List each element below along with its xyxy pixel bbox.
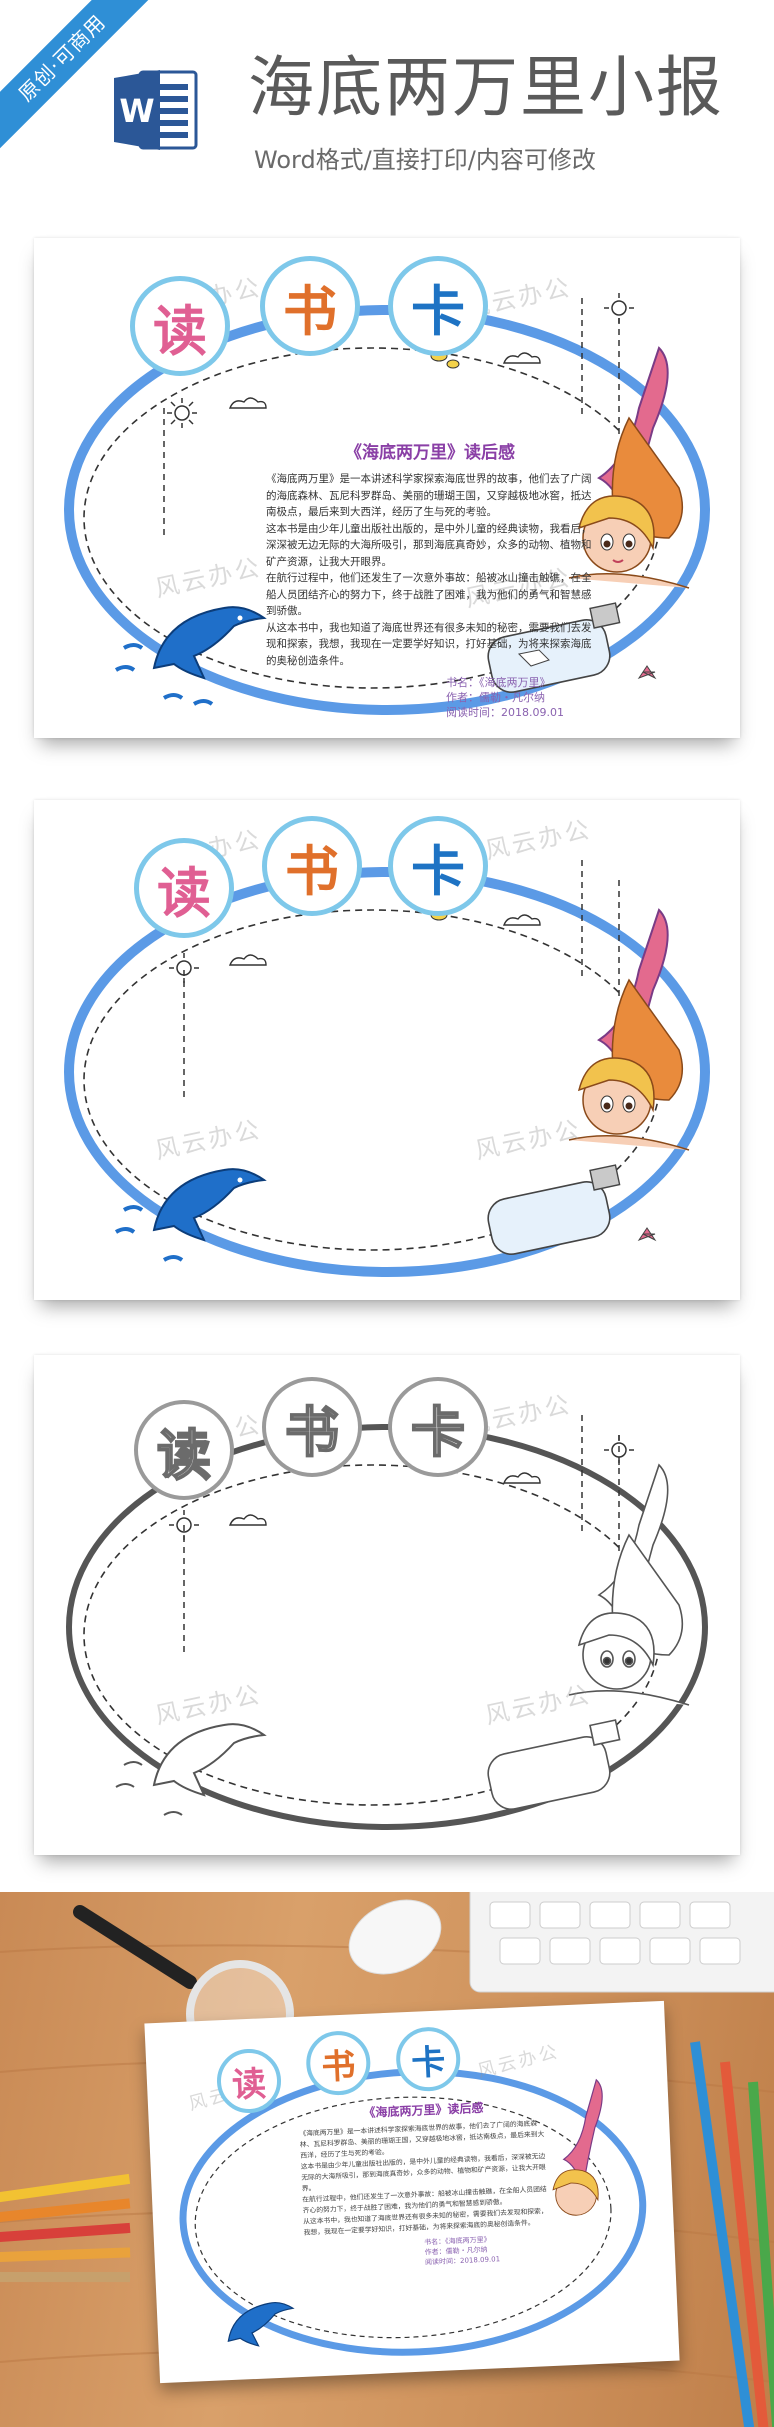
mermaid-illustration xyxy=(552,2078,603,2216)
panel-colored-filled: 风云办公 风云办公 风云办公 风云办公 读 书 卡 《海底两万里》读后感 《海底… xyxy=(34,238,740,738)
sun-icon xyxy=(604,293,634,323)
badge-du: 读 xyxy=(134,838,234,938)
book-author: 作者：儒勒・凡尔纳 xyxy=(446,691,545,704)
sun-icon xyxy=(604,1435,634,1465)
badge-ka: 卡 xyxy=(388,256,488,356)
card-text: 《海底两万里》读后感 《海底两万里》是一本讲述科学家探索海底世界的故事，他们去了… xyxy=(266,438,594,720)
card-meta: 书名：《海底两万里》 作者：儒勒・凡尔纳 阅读时间：2018.09.01 xyxy=(446,675,594,720)
mouse-illustration xyxy=(348,1899,442,1975)
frame-decoration xyxy=(64,860,710,1277)
dolphin-illustration xyxy=(115,1723,267,1816)
keyboard-illustration xyxy=(469,1892,774,1993)
dolphin-illustration xyxy=(227,2301,295,2347)
badge-shu: 书 xyxy=(260,256,360,356)
dolphin-illustration xyxy=(114,1168,267,1262)
badge-ka: 卡 xyxy=(388,816,488,916)
word-doc-icon: W xyxy=(114,70,198,150)
card-meta: 书名：《海底两万里》 作者：儒勒・凡尔纳 阅读时间：2018.09.01 xyxy=(424,2232,555,2268)
badge-shu: 书 xyxy=(262,816,362,916)
cloud-icon xyxy=(502,914,541,926)
frame-decoration xyxy=(66,1415,708,1830)
card-paragraph: 从这本书中，我也知道了海底世界还有很多未知的秘密，需要我们去发现和探索，我想，我… xyxy=(266,621,592,667)
wood-grain xyxy=(0,1892,774,2427)
cloud-icon xyxy=(228,397,267,409)
pencils-illustration xyxy=(0,2041,774,2427)
bottle-illustration xyxy=(487,1719,621,1810)
book-name: 书名：《海底两万里》 xyxy=(446,676,551,689)
cloud-icon xyxy=(228,954,267,966)
cloud-icon xyxy=(502,352,541,364)
bottle-illustration xyxy=(487,602,657,693)
panel-lineart: 风云办公 风云办公 风云办公 风云办公 读 书 卡 xyxy=(34,1355,740,1855)
bottle-illustration xyxy=(487,1164,657,1255)
page-title: 海底两万里小报 xyxy=(248,49,724,126)
mermaid-illustration xyxy=(568,346,690,589)
badge-ka: 卡 xyxy=(388,1377,488,1477)
badge-du: 读 xyxy=(134,1400,234,1500)
frame-decoration xyxy=(64,293,710,715)
sun-icon xyxy=(167,398,197,428)
desk-photo-mockup: 风云办公 风云办公 读 书 卡 《海底两万里》读后感 《海底两万里》是一本讲述科… xyxy=(0,1892,774,2427)
card-heading: 《海底两万里》读后感 xyxy=(345,443,515,463)
dolphin-illustration xyxy=(114,606,267,706)
mermaid-illustration xyxy=(568,1463,690,1706)
badge-shu: 书 xyxy=(262,1377,362,1477)
cloud-icon xyxy=(502,1472,541,1484)
sun-icon xyxy=(169,953,199,983)
header: 原创·可商用 W 海底两万里小报 Word格式/直接打印/内容可修改 xyxy=(0,0,774,190)
panel-colored-blank: 风云办公 风云办公 风云办公 风云办公 读 书 卡 xyxy=(34,800,740,1300)
card-text: 《海底两万里》读后感 《海底两万里》是一本讲述科学家探索海底世界的故事，他们去了… xyxy=(298,2096,555,2273)
printed-paper: 风云办公 风云办公 读 书 卡 《海底两万里》读后感 《海底两万里》是一本讲述科… xyxy=(144,2000,680,2384)
svg-text:W: W xyxy=(119,92,154,130)
reading-date: 阅读时间：2018.09.01 xyxy=(446,706,564,719)
badge-du: 读 xyxy=(130,276,230,376)
page-subtitle: Word格式/直接打印/内容可修改 xyxy=(254,146,596,174)
card-paragraph: 这本书是由少年儿童出版社出版的，是中外儿童的经典读物，我看后，深深被无边无际的大… xyxy=(266,522,592,568)
sun-icon xyxy=(169,1510,199,1540)
mermaid-illustration xyxy=(568,908,690,1151)
paper-frame xyxy=(179,2068,647,2356)
card-paragraph: 在航行过程中，他们还发生了一次意外事故：船被冰山撞击触礁，在全船人员团结齐心的努… xyxy=(266,572,592,617)
cloud-icon xyxy=(228,1514,267,1526)
card-paragraph: 《海底两万里》是一本讲述科学家探索海底世界的故事，他们去了广阔的海底森林、瓦尼科… xyxy=(266,473,592,518)
